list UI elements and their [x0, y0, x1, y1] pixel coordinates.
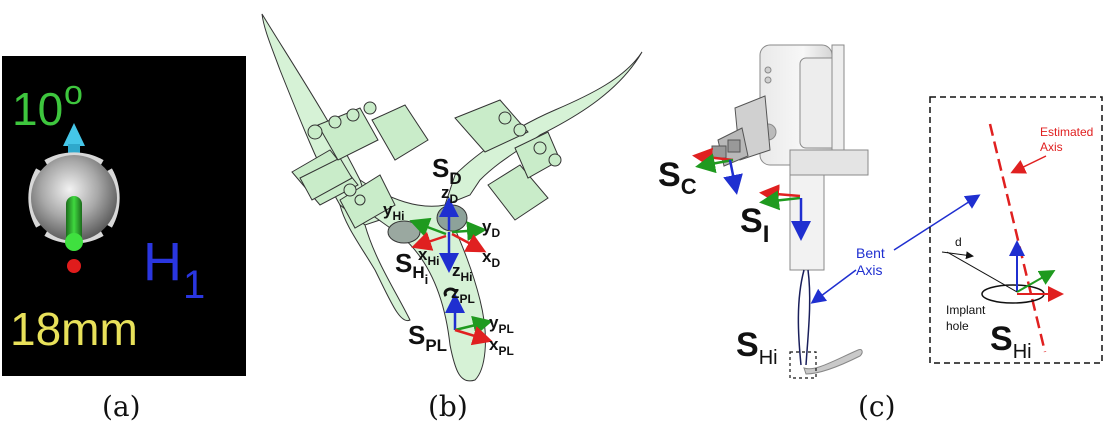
inset-box — [929, 96, 1103, 364]
label-SI: SI — [740, 202, 769, 248]
hole-d-icon — [436, 204, 468, 232]
estimated-axis-line — [988, 123, 1047, 353]
bent-axis-label-2: Axis — [856, 262, 882, 278]
yPL-axis — [454, 315, 493, 336]
target-point-icon — [67, 259, 81, 273]
angle-degree-symbol: o — [64, 74, 83, 112]
d-label: d — [955, 235, 962, 249]
label-yHi: yHi — [383, 200, 404, 223]
caption-a: (a) — [102, 390, 141, 423]
label-yD: yD — [482, 217, 500, 240]
inset-label-SHi: SHi — [990, 320, 1032, 363]
hole-hi-icon — [387, 220, 421, 244]
panel-c: SC SI SHi Bent Axis Estimated Axis d Imp… — [658, 44, 1103, 379]
implant-hole-label: Implant — [946, 303, 986, 317]
detail-box-small — [789, 351, 817, 379]
label-xHi: xHi — [418, 245, 439, 268]
label-SHi: SHi — [395, 248, 428, 287]
label-zHi: zHi — [452, 261, 473, 284]
label-zPL: zPL — [451, 283, 475, 306]
SC-green-axis — [695, 153, 734, 174]
d-arrow — [941, 251, 974, 260]
drill-body — [759, 44, 869, 271]
label-SD: SD — [432, 153, 462, 188]
xD-axis — [451, 232, 487, 253]
label-SPL: SPL — [408, 320, 447, 355]
label-xD: xD — [482, 247, 500, 270]
yD-axis — [451, 221, 487, 241]
implant-plate — [803, 349, 863, 375]
panel-a: 10 o H 1 18mm — [2, 56, 246, 376]
yHi-axis — [409, 217, 447, 237]
d-guide-line — [946, 251, 1018, 293]
distance-value: 18mm — [10, 303, 138, 355]
implant-hole-label-2: hole — [946, 319, 969, 333]
panel-b: SD zD yHi yD xHi xD SHi zHi zPL yPL SPL … — [261, 13, 643, 382]
SI-green-axis — [759, 190, 801, 211]
estimated-axis-pointer — [1010, 155, 1047, 174]
estimated-axis-label-2: Axis — [1040, 140, 1063, 154]
estimated-axis-label: Estimated — [1040, 125, 1093, 139]
angle-value: 10 — [12, 83, 63, 135]
bent-wire — [797, 269, 811, 366]
bent-axis-pointer-right — [893, 194, 981, 251]
tool-tip-icon — [65, 233, 83, 251]
clamp-blocks — [291, 99, 562, 229]
bent-axis-label: Bent — [856, 245, 885, 261]
direction-arrow-stem — [68, 144, 80, 154]
label-zD: zD — [441, 183, 459, 206]
camera-module — [711, 95, 771, 167]
xPL-axis — [454, 326, 493, 346]
hole-label: H — [143, 232, 182, 292]
direction-arrow-icon — [63, 123, 85, 146]
label-yPL: yPL — [489, 313, 514, 336]
label-SC: SC — [658, 156, 697, 199]
bent-axis-pointer-left — [810, 269, 857, 304]
caption-c: (c) — [858, 390, 896, 423]
caption-b: (b) — [428, 390, 468, 423]
label-SHi-main: SHi — [736, 326, 778, 369]
tool-shaft-icon — [66, 196, 82, 244]
hole-label-sub: 1 — [183, 263, 205, 307]
inset-green-axis — [1016, 270, 1056, 293]
xHi-axis — [411, 231, 447, 251]
SC-blue-axis — [723, 159, 743, 195]
label-xPL: xPL — [489, 335, 514, 358]
